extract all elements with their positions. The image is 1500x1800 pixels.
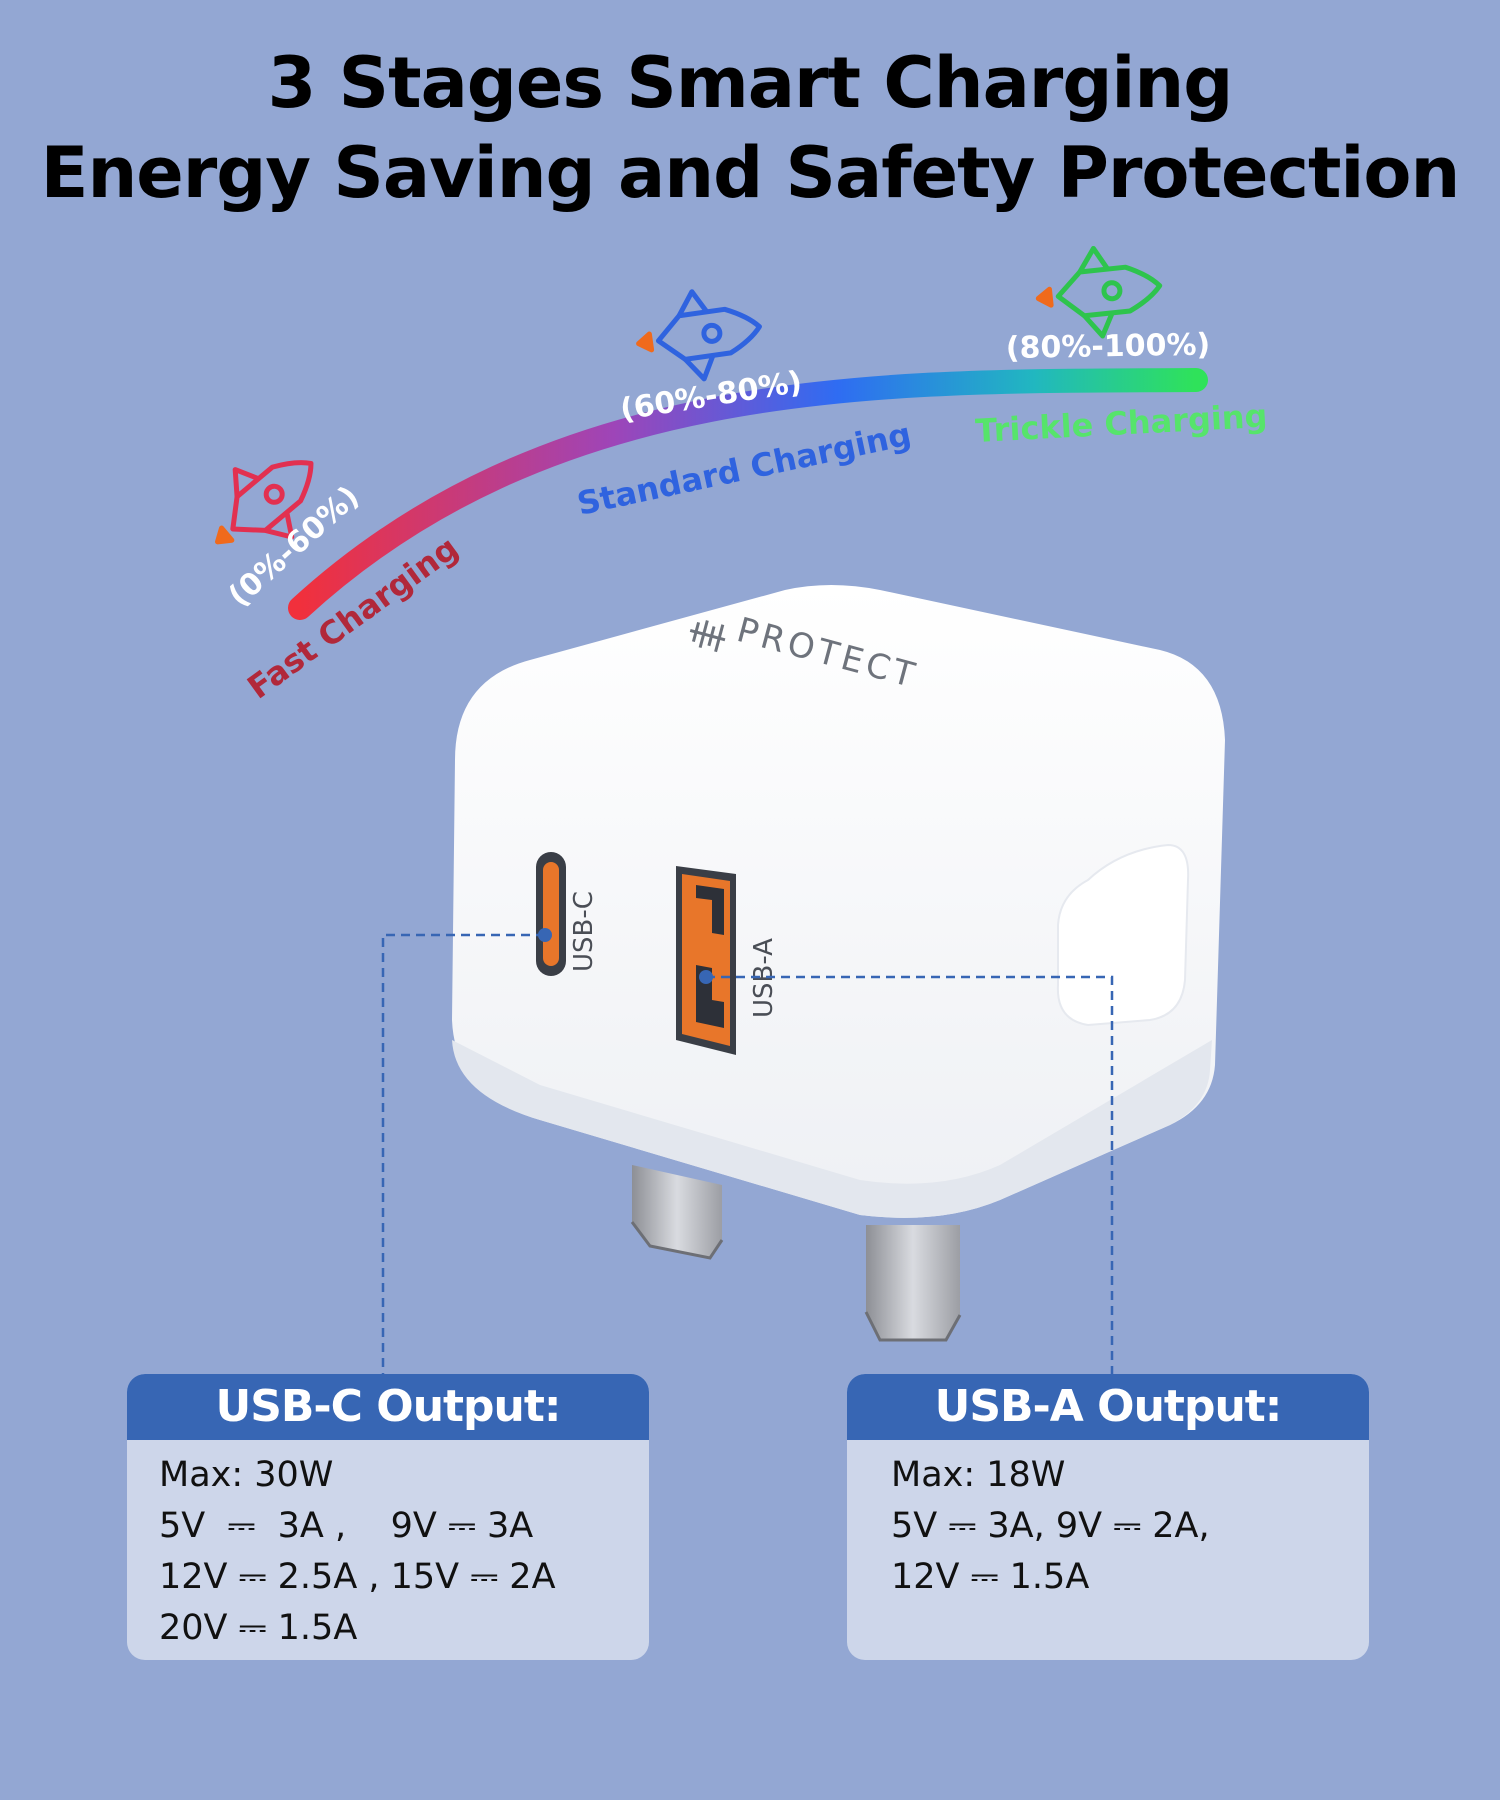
rocket-icon-trickle [1035, 245, 1163, 339]
usb-c-connector-line [381, 933, 545, 1374]
plug-pin-right [864, 1225, 962, 1342]
stage-range-fast: (0%-60%) [222, 479, 366, 614]
usb-c-spec-line: 5V ⎓ 3A , 9V ⎓ 3A [159, 1506, 534, 1546]
usb-c-spec-line: 20V ⎓ 1.5A [159, 1608, 358, 1648]
stage-name-trickle: Trickle Charging [974, 397, 1268, 450]
usb-a-spec-heading: USB-A Output: [847, 1374, 1369, 1440]
title-line-2: Energy Saving and Safety Protection [40, 132, 1461, 214]
usb-c-spec-line: 12V ⎓ 2.5A , 15V ⎓ 2A [159, 1557, 556, 1597]
rocket-icon-fast [215, 460, 314, 545]
title-line-1: 3 Stages Smart Charging [267, 42, 1234, 124]
usb-a-spec-line: 5V ⎓ 3A, 9V ⎓ 2A, [891, 1506, 1210, 1546]
usb-c-spec-heading: USB-C Output: [127, 1374, 649, 1440]
usb-a-connector-dot [699, 970, 713, 984]
usb-c-connector-dot [538, 928, 552, 942]
rocket-icon-standard [636, 289, 762, 382]
usb-a-spec-line: Max: 18W [891, 1455, 1066, 1495]
usb-c-port-label: USB-C [569, 891, 599, 972]
charging-progress-arc [288, 368, 1208, 620]
usb-c-spec-card: USB-C Output: Max: 30W 5V ⎓ 3A , 9V ⎓ 3A… [127, 1374, 649, 1660]
plug-pin-left [630, 1165, 724, 1260]
usb-a-connector-line [706, 975, 1114, 1374]
brand-logo-mark [689, 620, 726, 653]
usb-c-spec-line: Max: 30W [159, 1455, 334, 1495]
charger-illustration: PROTECT USB-C USB-A [452, 585, 1225, 1342]
stage-range-trickle: (80%-100%) [1006, 327, 1211, 366]
usb-a-spec-card: USB-A Output: Max: 18W 5V ⎓ 3A, 9V ⎓ 2A,… [847, 1374, 1369, 1660]
usb-a-spec-line: 12V ⎓ 1.5A [891, 1557, 1090, 1597]
